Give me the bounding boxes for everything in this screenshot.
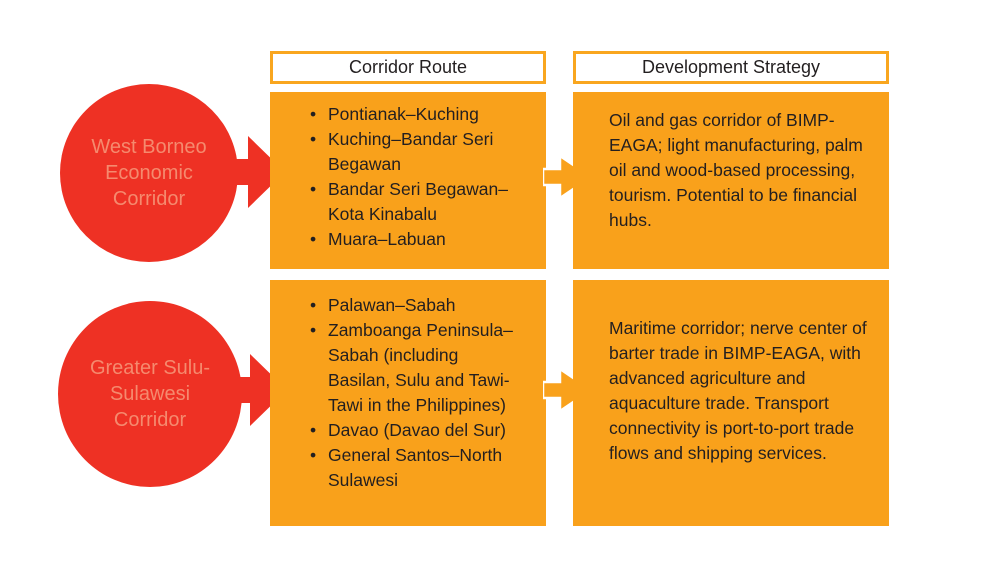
corridor-circle-sulu-sulawesi: Greater Sulu-Sulawesi Corridor <box>58 301 242 487</box>
route-box-sulu-sulawesi: Palawan–Sabah Zamboanga Peninsula–Sabah … <box>270 280 546 526</box>
corridor-circle-label: West Borneo Economic Corridor <box>91 136 207 210</box>
strategy-text: Oil and gas corridor of BIMP-EAGA; light… <box>609 110 863 230</box>
route-item: General Santos–North Sulawesi <box>310 443 524 493</box>
strategy-text: Maritime corridor; nerve center of barte… <box>609 318 867 463</box>
red-right-arrow-icon <box>220 136 285 208</box>
route-item: Palawan–Sabah <box>310 293 524 318</box>
corridor-route-header: Corridor Route <box>270 51 546 84</box>
route-item: Davao (Davao del Sur) <box>310 418 524 443</box>
route-box-west-borneo: Pontianak–Kuching Kuching–Bandar Seri Be… <box>270 92 546 269</box>
development-strategy-header-label: Development Strategy <box>641 57 821 77</box>
red-right-arrow-icon <box>222 354 287 426</box>
corridor-circle-west-borneo: West Borneo Economic Corridor <box>60 84 238 262</box>
strategy-box-sulu-sulawesi: Maritime corridor; nerve center of barte… <box>573 280 889 526</box>
route-item: Pontianak–Kuching <box>310 102 524 127</box>
route-item: Bandar Seri Begawan–Kota Kinabalu <box>310 177 524 227</box>
development-strategy-header: Development Strategy <box>573 51 889 84</box>
strategy-box-west-borneo: Oil and gas corridor of BIMP-EAGA; light… <box>573 92 889 269</box>
route-item: Kuching–Bandar Seri Begawan <box>310 127 524 177</box>
corridor-circle-label: Greater Sulu-Sulawesi Corridor <box>89 357 211 431</box>
corridor-route-header-label: Corridor Route <box>348 57 468 77</box>
route-item: Zamboanga Peninsula–Sabah (including Bas… <box>310 318 524 418</box>
route-list: Pontianak–Kuching Kuching–Bandar Seri Be… <box>310 102 524 252</box>
route-item: Muara–Labuan <box>310 227 524 252</box>
route-list: Palawan–Sabah Zamboanga Peninsula–Sabah … <box>310 293 524 493</box>
